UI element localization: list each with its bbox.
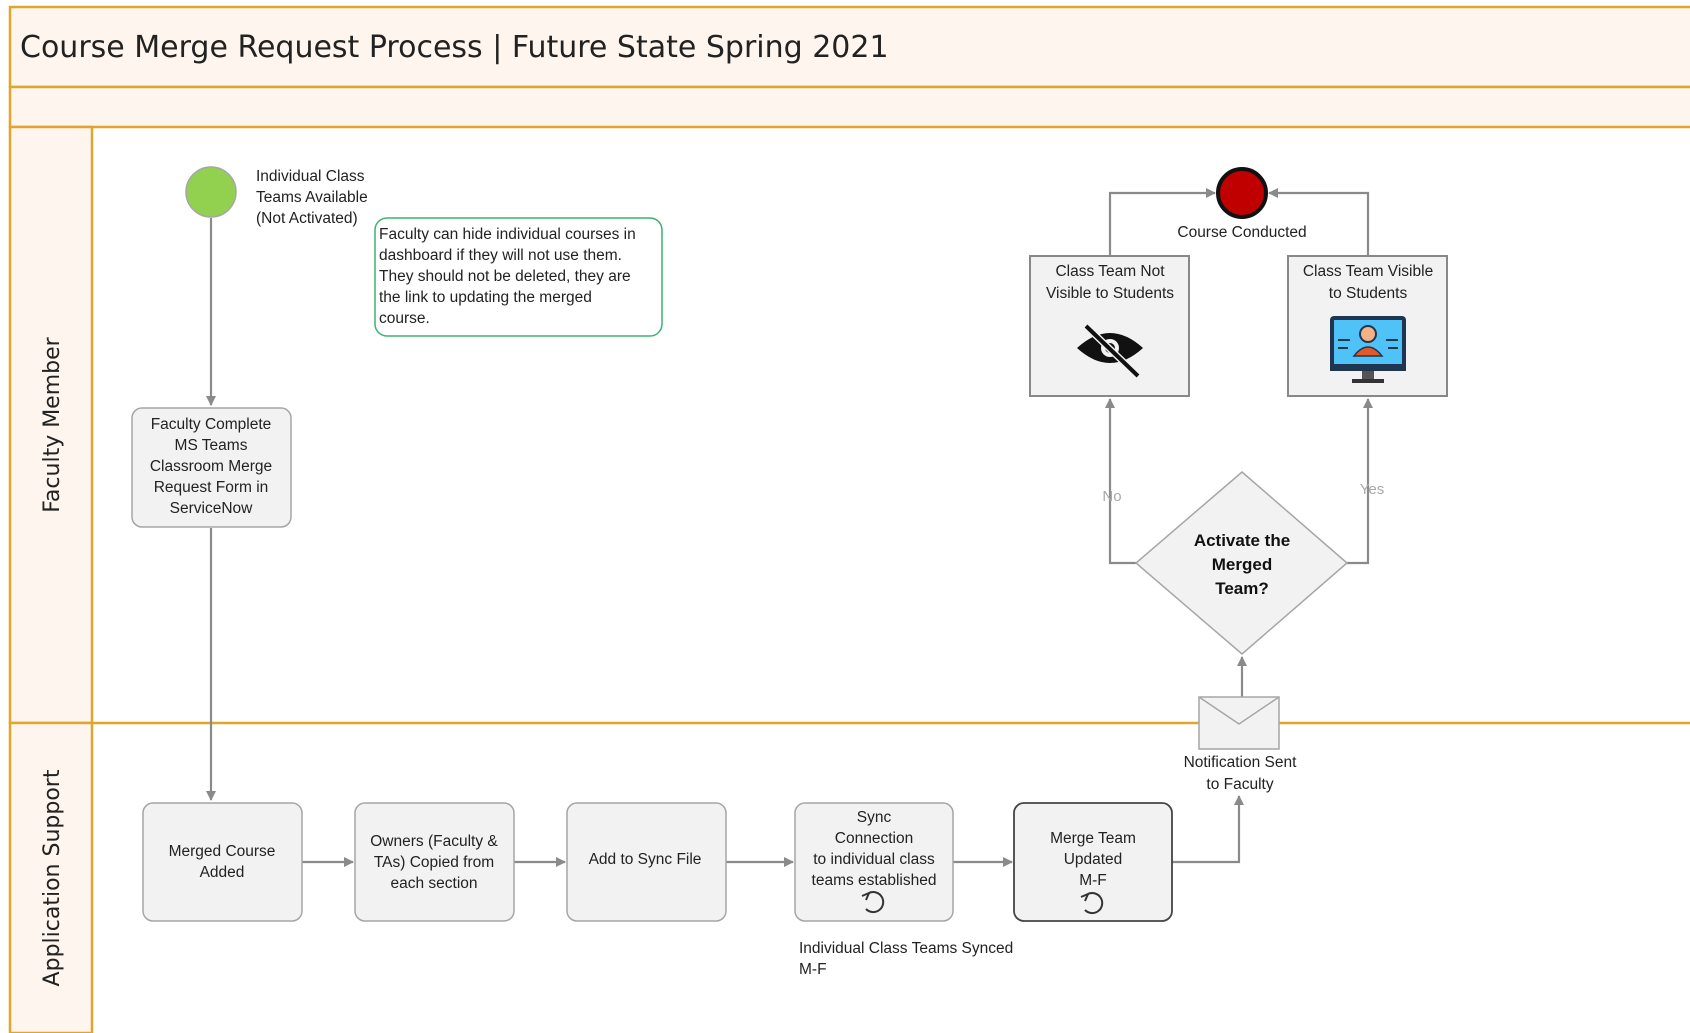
sync-caption-line-1: Individual Class Teams Synced xyxy=(799,940,1013,957)
gateway-line-3: Team? xyxy=(1215,579,1269,598)
loop-icon xyxy=(861,891,885,914)
eye-slash-icon xyxy=(1077,323,1143,379)
task-merge-line-1: Merge Team xyxy=(1050,830,1136,847)
edge-visible-to-end xyxy=(1268,188,1370,255)
task-visible-line-1: Class Team Visible xyxy=(1303,263,1433,280)
start-event: Individual Class Teams Available (Not Ac… xyxy=(185,166,368,227)
task-visible: Class Team Visible to Students xyxy=(1287,255,1448,397)
loop-icon xyxy=(1080,892,1104,915)
lane-faculty-label: Faculty Member xyxy=(40,336,65,512)
task-faculty-form-line-2: MS Teams xyxy=(175,437,248,454)
task-merge-line-3: M-F xyxy=(1079,872,1107,889)
task-not-visible-line-2: Visible to Students xyxy=(1046,285,1174,302)
task-owners-copied: Owners (Faculty & TAs) Copied from each … xyxy=(354,802,515,922)
task-faculty-form: Faculty Complete MS Teams Classroom Merg… xyxy=(131,407,292,528)
task-add-sync-label: Add to Sync File xyxy=(589,851,702,868)
task-not-visible-line-1: Class Team Not xyxy=(1055,263,1165,280)
edge-gateway-no xyxy=(1105,398,1136,565)
end-event: Course Conducted xyxy=(1177,167,1307,241)
notification-line-2: to Faculty xyxy=(1206,776,1273,793)
decision-gateway: Activate the Merged Team? xyxy=(1134,471,1349,655)
edge-update-to-notification xyxy=(1172,795,1244,864)
task-faculty-form-line-1: Faculty Complete xyxy=(151,416,272,433)
gateway-line-2: Merged xyxy=(1212,555,1272,574)
task-sync-line-4: teams established xyxy=(812,872,937,889)
task-owners-line-1: Owners (Faculty & xyxy=(370,833,498,850)
lanes: Faculty Member Application Support xyxy=(8,125,1690,1033)
page-title: Course Merge Request Process | Future St… xyxy=(20,30,889,65)
end-event-label: Course Conducted xyxy=(1177,224,1306,241)
start-label-2: Teams Available xyxy=(256,189,368,206)
task-sync-connection: Sync Connection to individual class team… xyxy=(794,802,954,922)
task-merge-line-2: Updated xyxy=(1064,851,1123,868)
annotation-line-4: the link to updating the merged xyxy=(379,289,592,306)
start-label-3: (Not Activated) xyxy=(256,210,358,227)
sync-caption-line-2: M-F xyxy=(799,961,827,978)
lane-support-label: Application Support xyxy=(40,769,65,986)
task-merged-course-line-2: Added xyxy=(200,864,245,881)
notification-line-1: Notification Sent xyxy=(1184,754,1298,771)
annotation-note: Faculty can hide individual courses in d… xyxy=(374,217,663,337)
task-faculty-form-line-4: Request Form in xyxy=(154,479,269,496)
annotation-line-3: They should not be deleted, they are xyxy=(379,268,631,285)
branch-no-label: No xyxy=(1102,488,1121,505)
task-visible-line-2: to Students xyxy=(1329,285,1408,302)
task-add-sync: Add to Sync File xyxy=(566,802,727,922)
task-faculty-form-line-3: Classroom Merge xyxy=(150,458,272,475)
task-sync-line-2: Connection xyxy=(835,830,913,847)
annotation-line-1: Faculty can hide individual courses in xyxy=(379,226,636,243)
task-sync-line-3: to individual class xyxy=(813,851,935,868)
edge-gateway-yes xyxy=(1347,398,1373,565)
task-merged-course: Merged Course Added xyxy=(142,802,303,922)
gateway-line-1: Activate the xyxy=(1194,531,1290,550)
edge-hidden-to-end xyxy=(1108,188,1216,255)
monitor-person-icon xyxy=(1330,316,1406,383)
header: Course Merge Request Process | Future St… xyxy=(8,5,1690,129)
task-merged-course-line-1: Merged Course xyxy=(169,843,276,860)
annotation-line-5: course. xyxy=(379,310,430,327)
task-merge-team-updated: Merge Team Updated M-F xyxy=(1013,802,1173,922)
envelope-icon xyxy=(1198,696,1280,750)
task-sync-line-1: Sync xyxy=(857,809,892,826)
task-not-visible: Class Team Not Visible to Students xyxy=(1029,255,1190,397)
task-faculty-form-line-5: ServiceNow xyxy=(170,500,253,517)
task-owners-line-2: TAs) Copied from xyxy=(374,854,494,871)
annotation-line-2: dashboard if they will not use them. xyxy=(379,247,622,264)
branch-yes-label: Yes xyxy=(1360,481,1384,498)
connectors xyxy=(206,188,1373,867)
task-owners-line-3: each section xyxy=(390,875,477,892)
notification-event: Notification Sent to Faculty xyxy=(1184,696,1298,793)
start-label-1: Individual Class xyxy=(256,168,365,185)
